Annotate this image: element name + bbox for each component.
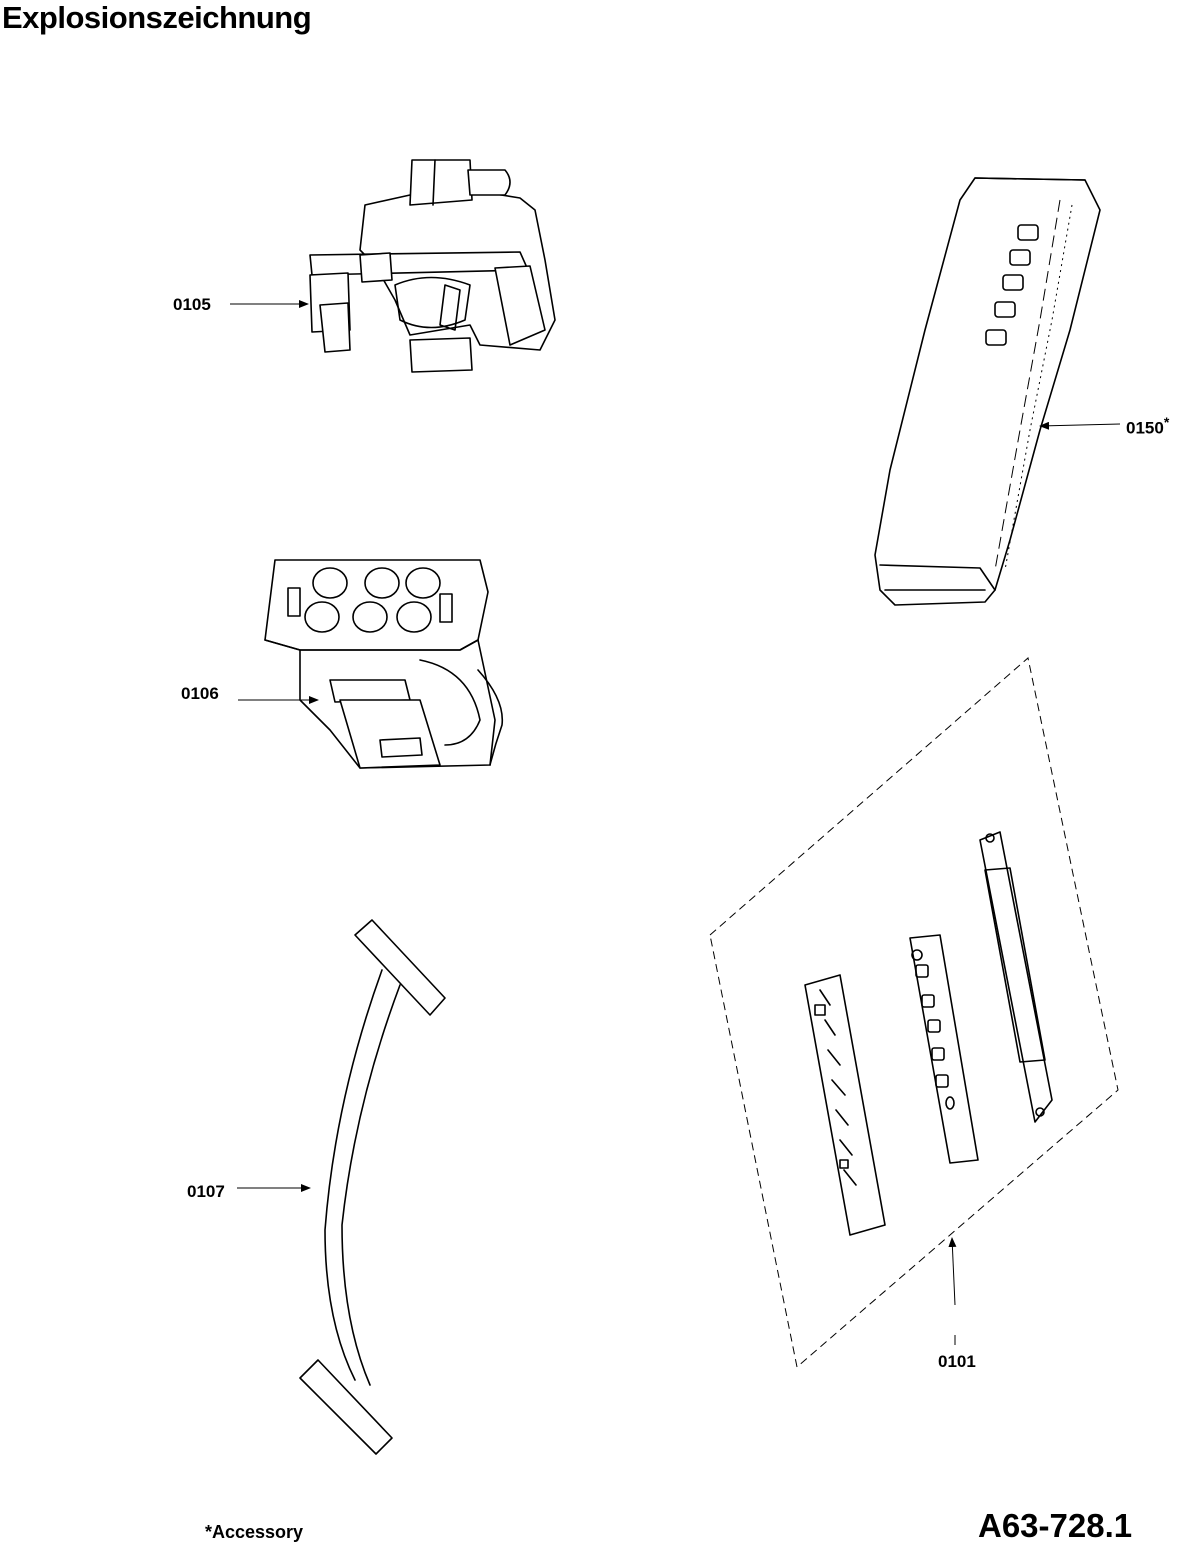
part-label-0105: 0105 [173,295,211,314]
part-number: 0150 [1126,418,1164,438]
accessory-marker: * [1163,414,1170,430]
part-0106-connector-drawing [264,559,504,769]
leader-0150 [1039,421,1121,430]
part-0101-pcb-set-drawing [709,657,1119,1368]
part-label-0107: 0107 [187,1182,225,1201]
part-label-0150: 0150* [1126,414,1169,439]
part-0105-clip-drawing [309,159,556,373]
part-0107-ribbon-cable-drawing [299,919,446,1455]
accessory-footnote: *Accessory [205,1522,304,1542]
leader-lines [230,300,1121,1345]
document-number: A63-728.1 [978,1507,1133,1544]
part-label-0101: 0101 [938,1352,976,1371]
part-0150-remote-control-drawing [874,177,1101,606]
leader-0101 [948,1237,957,1306]
page-title: Explosionszeichnung [2,0,312,35]
part-label-0106: 0106 [181,684,219,703]
